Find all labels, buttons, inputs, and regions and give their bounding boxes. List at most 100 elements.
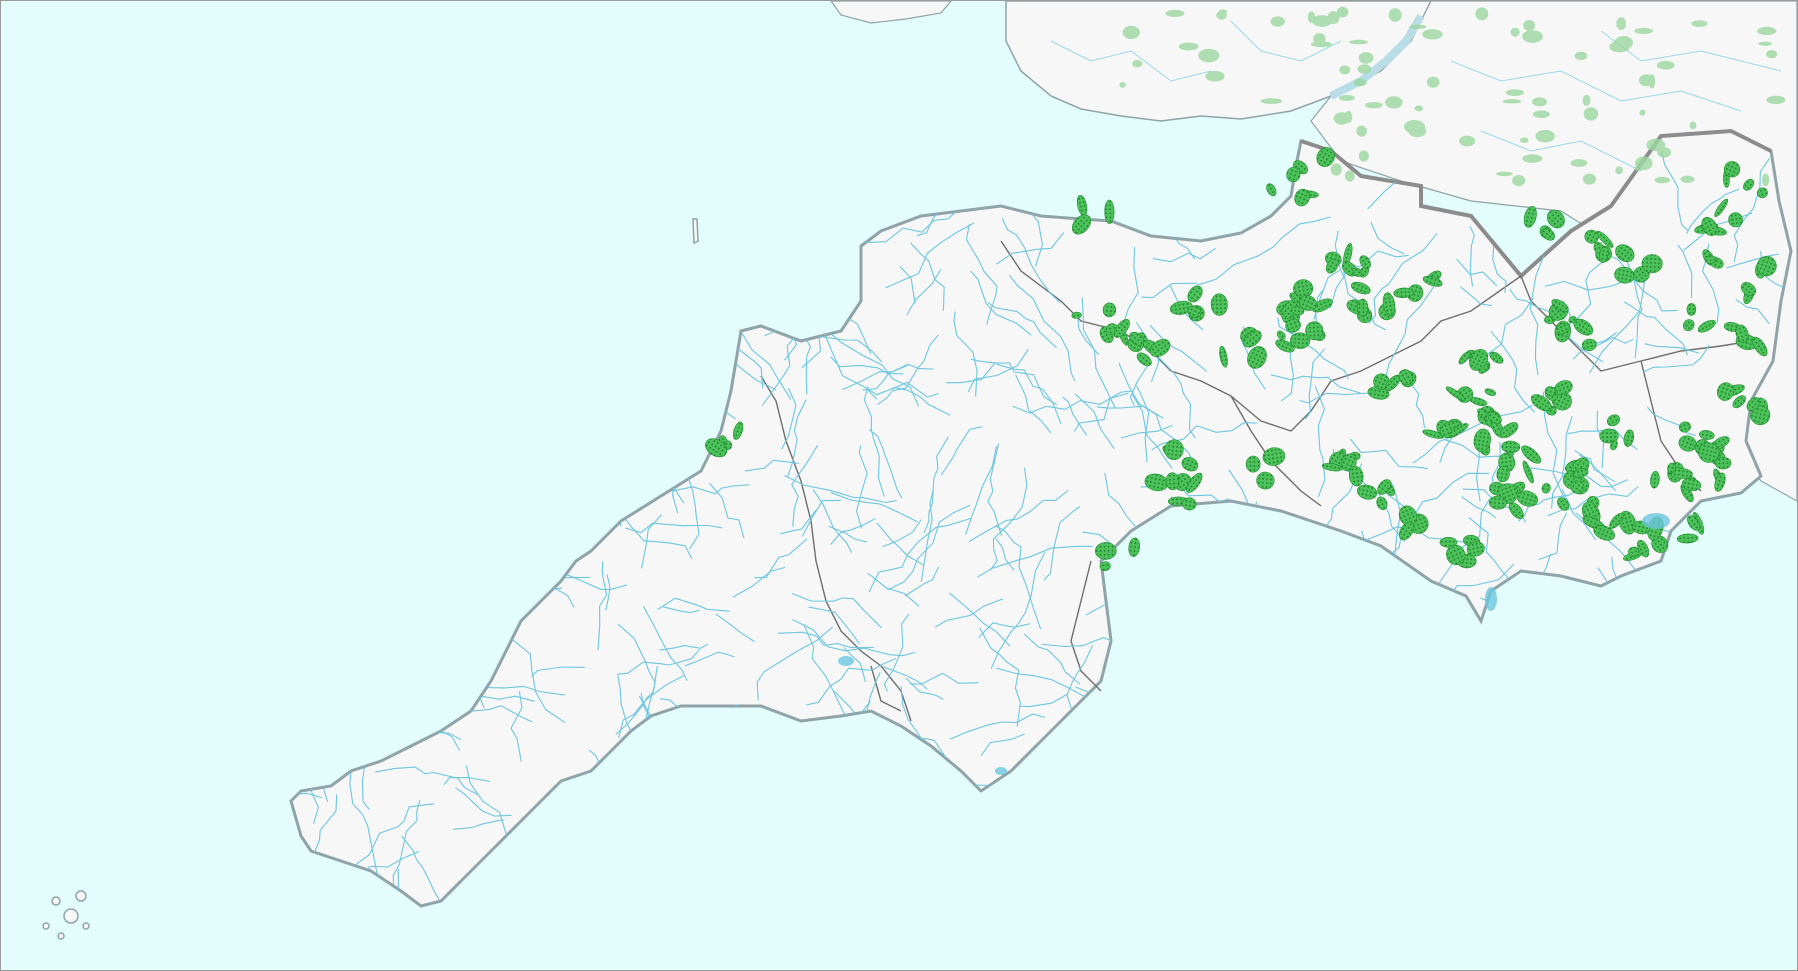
habitat-patch — [1546, 209, 1565, 229]
river-segment — [1008, 274, 1076, 382]
faded-habitat-patch — [1336, 6, 1349, 18]
river-segment — [792, 619, 916, 657]
habitat-patch — [1615, 244, 1635, 263]
river-segment — [887, 504, 971, 591]
river-segment — [617, 649, 700, 675]
habitat-patch — [1352, 267, 1362, 277]
faded-habitat-patch — [1496, 171, 1513, 177]
faded-habitat-patch — [1333, 112, 1350, 125]
habitat-patch — [1376, 496, 1388, 510]
river-segment — [1151, 422, 1258, 451]
habitat-patch — [1290, 332, 1311, 349]
faded-habitat-patch — [1459, 135, 1476, 147]
faded-habitat-patch — [1414, 105, 1423, 112]
habitat-patch — [1541, 228, 1555, 241]
habitat-patch — [1704, 255, 1717, 264]
river-segment — [995, 232, 1065, 265]
habitat-patch — [1446, 544, 1466, 566]
habitat-patch — [1682, 319, 1695, 331]
habitat-patch — [1599, 246, 1609, 263]
faded-habitat-patch — [1364, 102, 1383, 109]
faded-habitat-patch — [1408, 125, 1427, 138]
river-segment — [623, 517, 693, 559]
habitat-patch — [1102, 302, 1117, 318]
river-segment — [863, 386, 885, 497]
faded-habitat-patch — [1356, 125, 1367, 137]
habitat-patch — [1667, 462, 1676, 474]
river-segment — [1304, 348, 1326, 420]
river-segment — [965, 223, 998, 325]
isles-of-scilly — [42, 890, 90, 940]
habitat-patch — [1341, 453, 1357, 472]
river-segment — [1542, 391, 1570, 507]
faded-habitat-patch — [1327, 11, 1340, 24]
river-segment — [597, 561, 608, 651]
river-segment — [1735, 299, 1770, 325]
habitat-patch — [1350, 281, 1371, 295]
habitat-patch — [1551, 299, 1569, 313]
faded-habitat-patch — [1574, 51, 1588, 61]
habitat-patch — [1496, 465, 1510, 483]
river-segment — [1158, 356, 1196, 439]
habitat-patch — [1262, 447, 1286, 466]
habitat-patch — [1610, 439, 1618, 451]
severn-estuary — [1329, 13, 1425, 100]
river-segment — [882, 519, 922, 548]
habitat-patch — [1570, 480, 1585, 494]
river-segment — [1405, 375, 1426, 429]
habitat-patch — [1325, 258, 1339, 274]
faded-habitat-patch — [1648, 74, 1656, 89]
faded-habitat-patch — [1357, 64, 1372, 74]
habitat-patch — [1714, 472, 1726, 492]
habitat-patch — [1740, 282, 1756, 297]
habitat-patch — [1499, 422, 1519, 438]
faded-habitat-patch — [1532, 110, 1550, 119]
faded-habitat-patch — [1758, 41, 1773, 46]
faded-habitat-patch — [1388, 8, 1402, 22]
river-segment — [1314, 385, 1326, 498]
harbour-features — [838, 513, 1670, 775]
river-segment — [1020, 693, 1068, 708]
river-segment — [744, 459, 799, 472]
faded-habitat-patch — [1216, 11, 1227, 20]
faded-habitat-patch — [1654, 176, 1671, 184]
habitat-patch — [1488, 495, 1507, 510]
river-segment — [868, 517, 972, 593]
habitat-patch — [1469, 348, 1489, 371]
river-segment — [1169, 285, 1204, 331]
habitat-patch — [1243, 330, 1262, 348]
river-segment — [1456, 258, 1498, 287]
river-segment — [1726, 253, 1779, 269]
habitat-patch — [1291, 305, 1305, 316]
river-segment — [987, 302, 1057, 349]
river-segment — [487, 685, 565, 696]
river-segment — [905, 677, 944, 701]
river-segment — [899, 266, 916, 304]
habitat-patch — [1286, 166, 1301, 183]
river-segment — [853, 205, 963, 244]
habitat-patch — [1593, 524, 1615, 541]
habitat-patch — [1275, 339, 1295, 353]
habitat-patch — [1623, 429, 1634, 447]
river-segment — [464, 705, 533, 723]
river-segment — [787, 399, 807, 477]
habitat-patch — [1113, 319, 1130, 338]
river-segment — [1001, 217, 1061, 304]
river-segment — [1012, 390, 1132, 414]
habitat-patch — [1557, 497, 1570, 511]
faded-habitat-patch — [1312, 15, 1332, 27]
river-segment — [1118, 362, 1195, 468]
river-segment — [781, 387, 797, 450]
river-segment — [830, 492, 918, 523]
river-segment — [715, 613, 755, 643]
river-segment — [1299, 392, 1370, 404]
faded-habitat-patch — [1132, 59, 1143, 68]
habitat-patch — [1650, 471, 1660, 489]
faded-habitat-patch — [1639, 109, 1646, 116]
habitat-patch — [1728, 212, 1743, 228]
habitat-patch — [1393, 287, 1414, 299]
river-segment — [916, 210, 940, 237]
habitat-patch — [1104, 199, 1115, 224]
